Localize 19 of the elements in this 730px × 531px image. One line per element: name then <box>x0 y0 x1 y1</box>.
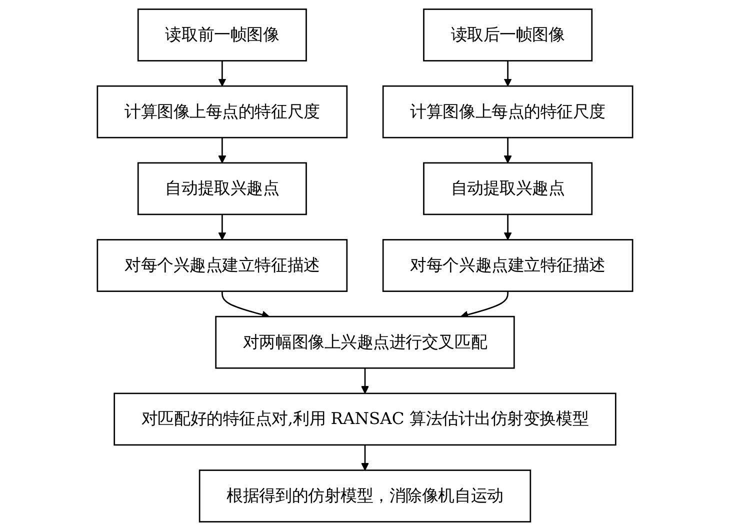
node-box: 自动提取兴趣点 <box>137 162 307 216</box>
arrow <box>361 444 369 471</box>
arrow <box>218 214 226 240</box>
arrow <box>504 138 512 164</box>
node-box: 计算图像上每点的特征尺度 <box>382 85 634 138</box>
node-box: 根据得到的仿射模型，消除像机自运动 <box>198 470 532 522</box>
node-box: 读取后一帧图像 <box>423 8 593 62</box>
arrow <box>361 368 369 394</box>
node-box: 对每个兴趣点建立特征描述 <box>382 239 634 292</box>
arrow <box>218 60 226 86</box>
node-box: 对匹配好的特征点对,利用 RANSAC 算法估计出仿射变换模型 <box>114 392 616 446</box>
node-box: 读取前一帧图像 <box>137 8 307 62</box>
node-box: 自动提取兴趣点 <box>423 162 593 216</box>
node-box: 计算图像上每点的特征尺度 <box>96 85 348 138</box>
arrow <box>504 60 512 86</box>
node-box: 对每个兴趣点建立特征描述 <box>96 239 348 292</box>
node-box: 对两幅图像上兴趣点进行交叉匹配 <box>215 316 515 369</box>
arrow <box>218 138 226 164</box>
arrow <box>504 214 512 240</box>
